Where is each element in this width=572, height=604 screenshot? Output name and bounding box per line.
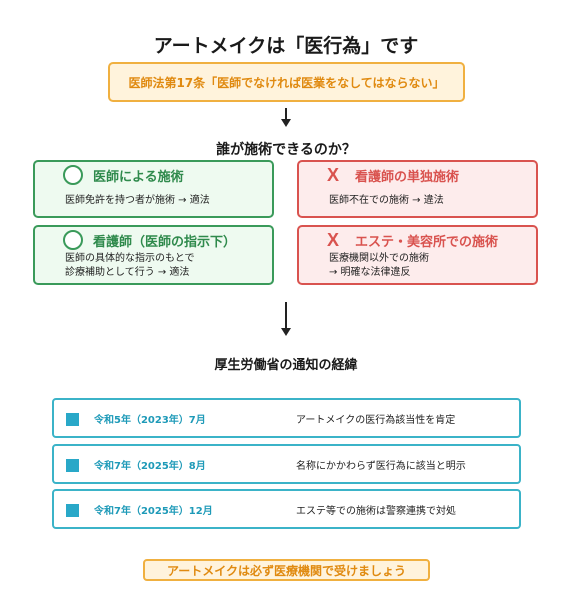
arrow-2-head [281, 328, 291, 336]
card-line: 医師免許を持つ者が施術 → 適法 [65, 195, 210, 206]
circle-icon [63, 230, 83, 250]
card-body: 医療機関以外での施術 → 明確な法律違反 [329, 252, 429, 280]
card-nurse-supervised: 看護師（医師の指示下） 医師の具体的な指示のもとで 診療補助として行う → 適法 [33, 225, 274, 285]
footer-text: アートメイクは必ず医療機関で受けましょう [166, 563, 407, 578]
card-title: 看護師（医師の指示下） [93, 234, 237, 250]
card-title: 医師による施術 [93, 169, 184, 185]
timeline-row: 令和5年（2023年）7月 アートメイクの医行為該当性を肯定 [52, 398, 521, 438]
timeline-row: 令和7年（2025年）8月 名称にかかわらず医行為に該当と明示 [52, 444, 521, 484]
cross-icon: X [327, 165, 340, 185]
card-line: 医師不在での施術 → 違法 [329, 195, 444, 206]
square-icon [66, 459, 79, 472]
card-head: 医師による施術 [63, 165, 184, 185]
square-icon [66, 504, 79, 517]
card-title: 看護師の単独施術 [355, 170, 460, 185]
card-head: X 看護師の単独施術 [327, 165, 459, 186]
card-doctor: 医師による施術 医師免許を持つ者が施術 → 適法 [33, 160, 274, 218]
footer-note: アートメイクは必ず医療機関で受けましょう [143, 559, 430, 581]
arrow-1-head [281, 119, 291, 127]
card-title: エステ・美容所での施術 [355, 235, 499, 250]
timeline-row: 令和7年（2025年）12月 エステ等での施術は警察連携で対処 [52, 489, 521, 529]
arrow-2-shaft [285, 302, 287, 330]
card-line: 診療補助として行う → 適法 [65, 267, 190, 278]
card-head: 看護師（医師の指示下） [63, 230, 236, 250]
square-icon [66, 413, 79, 426]
card-body: 医師免許を持つ者が施術 → 適法 [65, 194, 210, 208]
card-body: 医師の具体的な指示のもとで 診療補助として行う → 適法 [65, 252, 195, 280]
card-line: 医師の具体的な指示のもとで [65, 253, 195, 264]
history-title: 厚生労働省の通知の経緯 [214, 358, 358, 373]
card-body: 医師不在での施術 → 違法 [329, 194, 444, 208]
page-title: アートメイクは「医行為」です [153, 35, 419, 57]
timeline-desc: アートメイクの医行為該当性を肯定 [296, 415, 456, 426]
card-nurse-alone: X 看護師の単独施術 医師不在での施術 → 違法 [297, 160, 538, 218]
law-text: 医師法第17条「医師でなければ医業をなしてはならない」 [128, 75, 445, 90]
timeline-date: 令和5年（2023年）7月 [94, 415, 206, 426]
card-line: 医療機関以外での施術 [329, 253, 429, 264]
question-title: 誰が施術できるのか？ [216, 142, 356, 158]
law-box: 医師法第17条「医師でなければ医業をなしてはならない」 [108, 62, 465, 102]
timeline-date: 令和7年（2025年）8月 [94, 461, 206, 472]
card-line: → 明確な法律違反 [329, 267, 411, 278]
circle-icon [63, 165, 83, 185]
arrow-1-shaft [285, 108, 287, 121]
card-head: X エステ・美容所での施術 [327, 230, 498, 251]
card-salon: X エステ・美容所での施術 医療機関以外での施術 → 明確な法律違反 [297, 225, 538, 285]
timeline-date: 令和7年（2025年）12月 [94, 506, 213, 517]
timeline-desc: エステ等での施術は警察連携で対処 [296, 506, 456, 517]
cross-icon: X [327, 230, 340, 250]
timeline-desc: 名称にかかわらず医行為に該当と明示 [296, 461, 466, 472]
